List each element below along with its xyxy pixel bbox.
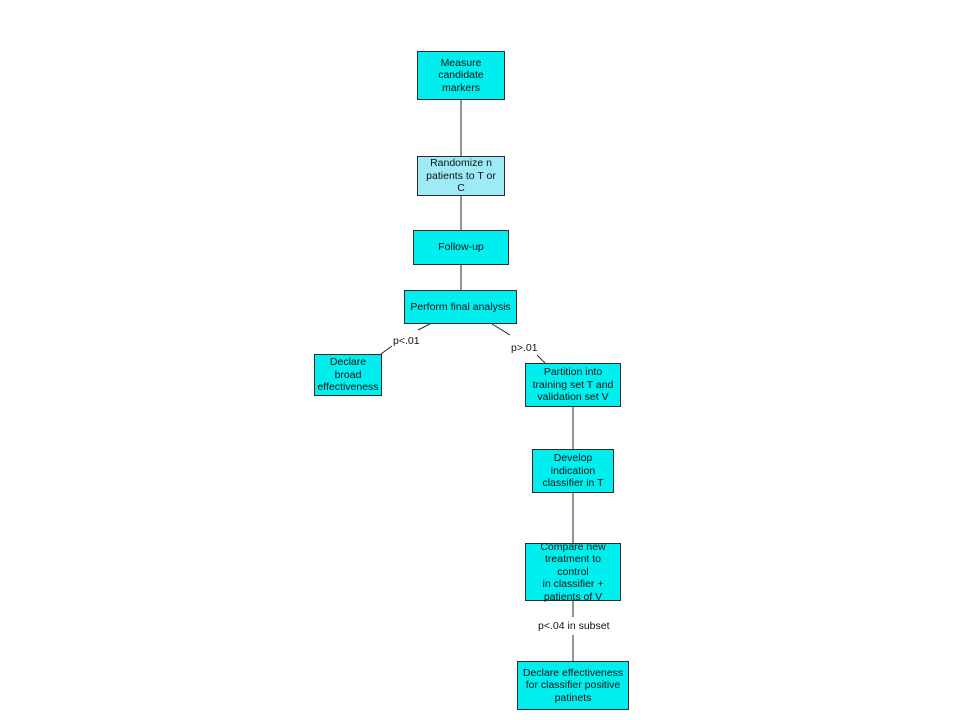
edge-label-not-significant: p>.01 xyxy=(511,342,538,354)
edge-label-subset: p<.04 in subset xyxy=(538,620,610,632)
edge-label-significant: p<.01 xyxy=(393,335,420,347)
node-randomize-patients: Randomize n patients to T or C xyxy=(417,156,505,196)
node-declare-broad-effectiveness: Declare broad effectiveness xyxy=(314,354,382,396)
node-follow-up: Follow-up xyxy=(413,230,509,265)
node-measure-markers: Measure candidate markers xyxy=(417,51,505,100)
node-partition-sets: Partition into training set T and valida… xyxy=(525,363,621,407)
connector-branch-left-declare xyxy=(380,345,393,355)
connector-branch-right-partition xyxy=(536,354,546,364)
connector-analysis-branch-left xyxy=(417,323,431,331)
connector-analysis-branch-right xyxy=(491,323,511,336)
node-compare-treatment: Compare new treatment to control in clas… xyxy=(525,541,621,603)
node-declare-classifier-effectiveness: Declare effectiveness for classifier pos… xyxy=(517,661,629,710)
node-final-analysis: Perform final analysis xyxy=(404,290,517,324)
node-develop-classifier: Develop indication classifier in T xyxy=(532,449,614,493)
